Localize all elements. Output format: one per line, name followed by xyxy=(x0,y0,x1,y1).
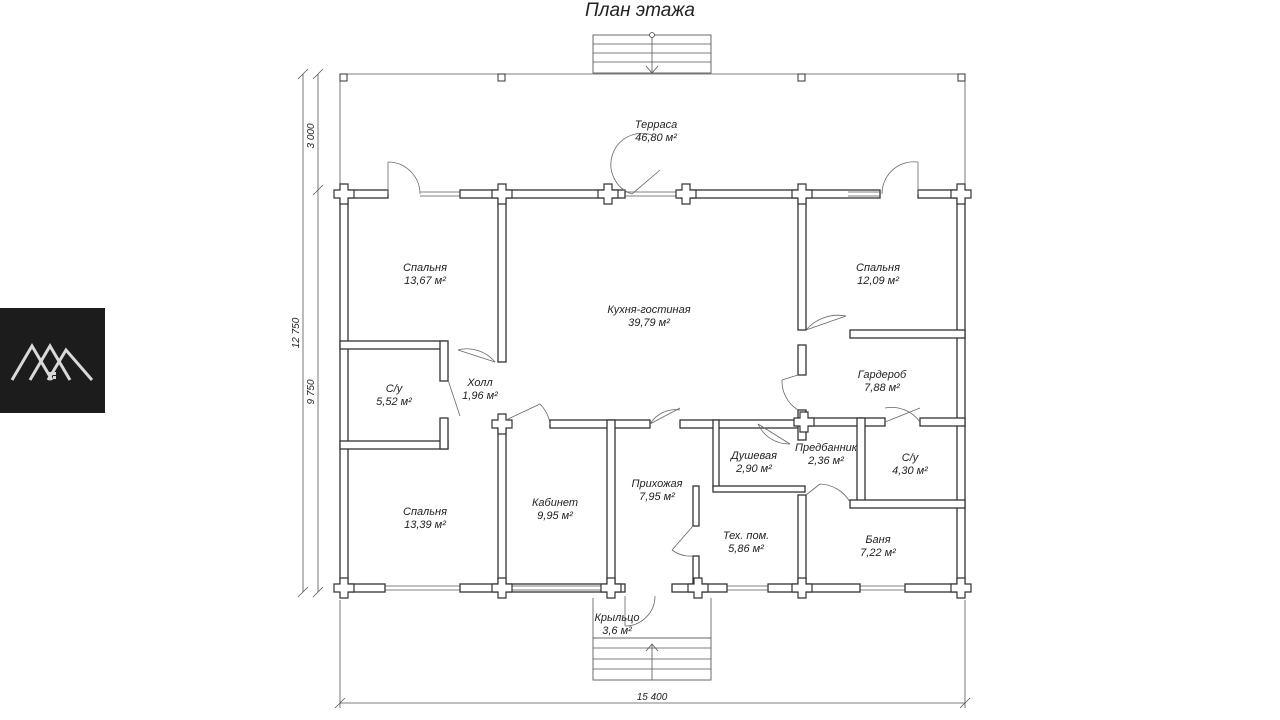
room-name-bedroom-1: Спальня xyxy=(403,262,447,274)
porch-stairs xyxy=(592,598,712,681)
room-name-study: Кабинет xyxy=(532,497,578,509)
room-area-porch: 3,6 м² xyxy=(602,625,632,637)
room-area-study: 9,95 м² xyxy=(537,510,573,522)
room-name-utility: Тех. пом. xyxy=(723,530,769,542)
room-name-anteroom: Предбанник xyxy=(795,442,858,454)
room-area-entrance-hall: 7,95 м² xyxy=(639,491,675,503)
room-name-bedroom-2: Спальня xyxy=(856,262,900,274)
room-name-bedroom-3: Спальня xyxy=(403,506,447,518)
room-area-sauna: 7,22 м² xyxy=(860,547,896,559)
wall-joints xyxy=(333,183,972,599)
room-area-anteroom: 2,36 м² xyxy=(807,455,844,467)
room-name-bathroom-1: С/у xyxy=(386,383,404,395)
doors xyxy=(387,132,921,627)
dim-terrace-depth: 3 000 xyxy=(306,123,317,148)
room-name-terrace: Терраса xyxy=(635,119,677,131)
room-name-shower: Душевая xyxy=(729,450,777,462)
room-name-porch: Крыльцо xyxy=(594,612,639,624)
dim-total-depth: 12 750 xyxy=(291,317,302,348)
house-roof-icon xyxy=(10,343,94,381)
room-area-wardrobe: 7,88 м² xyxy=(864,382,900,394)
dim-total-width: 15 400 xyxy=(637,692,668,703)
room-name-entrance-hall: Прихожая xyxy=(631,478,682,490)
room-area-bathroom-2: 4,30 м² xyxy=(892,465,928,477)
plan-title: План этажа xyxy=(585,0,695,21)
dimension-lines xyxy=(297,68,971,709)
room-area-shower: 2,90 м² xyxy=(735,463,772,475)
room-labels: Терраса 46,80 м² Спальня 13,67 м² Кухня-… xyxy=(376,119,928,637)
room-area-terrace: 46,80 м² xyxy=(635,132,677,144)
company-logo xyxy=(0,308,105,413)
terrace-outline xyxy=(339,73,966,190)
room-name-hall: Холл xyxy=(466,377,492,389)
room-area-bedroom-1: 13,67 м² xyxy=(404,275,446,287)
room-name-sauna: Баня xyxy=(865,534,890,546)
room-area-hall: 1,96 м² xyxy=(462,390,498,402)
room-area-utility: 5,86 м² xyxy=(728,543,764,555)
room-area-kitchen-living: 39,79 м² xyxy=(628,317,670,329)
room-area-bathroom-1: 5,52 м² xyxy=(376,396,412,408)
dimension-labels: 15 400 12 750 3 000 9 750 xyxy=(291,123,668,703)
dim-house-depth: 9 750 xyxy=(306,379,317,404)
room-name-bathroom-2: С/у xyxy=(902,452,920,464)
room-name-wardrobe: Гардероб xyxy=(858,369,907,381)
room-name-kitchen-living: Кухня-гостиная xyxy=(607,304,690,316)
terrace-stairs xyxy=(592,32,712,74)
room-area-bedroom-2: 12,09 м² xyxy=(857,275,899,287)
room-area-bedroom-3: 13,39 м² xyxy=(404,519,446,531)
